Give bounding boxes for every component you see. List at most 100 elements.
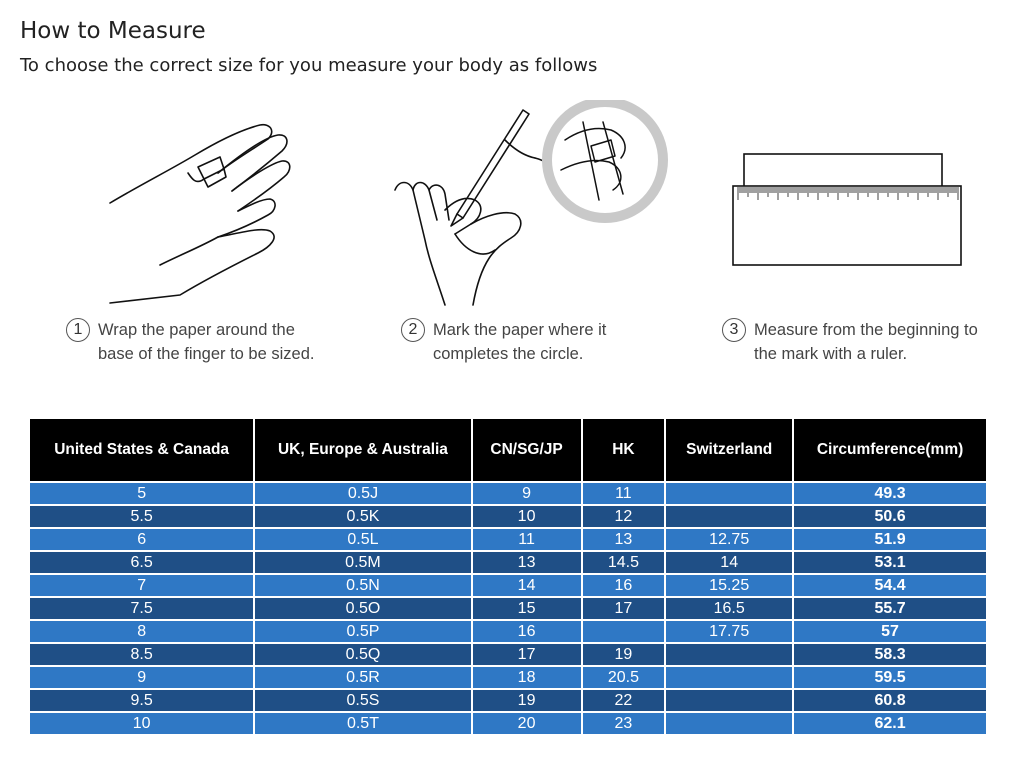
table-cell: 23	[582, 713, 665, 734]
table-cell: 6	[30, 529, 254, 550]
step-number-badge: 3	[722, 318, 746, 342]
table-row: 5 0.5J 9 11 49.3	[30, 483, 986, 504]
step-number-badge: 2	[401, 318, 425, 342]
table-cell: 59.5	[794, 667, 986, 688]
table-cell: 9.5	[30, 690, 254, 711]
step-text-line: the mark with a ruler.	[754, 345, 908, 363]
step-text-line: Wrap the paper around the	[98, 321, 295, 339]
table-cell: 51.9	[794, 529, 986, 550]
table-row: 8.5 0.5Q 17 19 58.3	[30, 644, 986, 665]
table-cell: 22	[582, 690, 665, 711]
table-cell: 12	[582, 506, 665, 527]
step-3: 3 Measure from the beginning to the mark…	[722, 318, 978, 366]
hand-wrap-illustration	[109, 123, 291, 304]
table-cell: 20.5	[582, 667, 665, 688]
table-cell: 18	[472, 667, 581, 688]
table-cell: 16	[472, 621, 581, 642]
table-cell: 19	[582, 644, 665, 665]
table-row: 10 0.5T 20 23 62.1	[30, 713, 986, 734]
page-subtitle: To choose the correct size for you measu…	[20, 55, 598, 76]
step-text-line: base of the finger to be sized.	[98, 345, 315, 363]
table-cell: 50.6	[794, 506, 986, 527]
table-cell	[666, 483, 793, 504]
table-row: 7.5 0.5O 15 17 16.5 55.7	[30, 598, 986, 619]
table-cell: 20	[472, 713, 581, 734]
table-cell: 10	[472, 506, 581, 527]
table-cell: 13	[472, 552, 581, 573]
column-header: CN/SG/JP	[472, 419, 581, 481]
table-cell: 0.5R	[255, 667, 471, 688]
table-cell: 0.5Q	[255, 644, 471, 665]
table-cell	[582, 621, 665, 642]
table-cell: 14.5	[582, 552, 665, 573]
table-cell: 0.5L	[255, 529, 471, 550]
table-header-row: United States & Canada UK, Europe & Aust…	[30, 419, 986, 481]
table-cell: 5	[30, 483, 254, 504]
table-row: 6.5 0.5M 13 14.5 14 53.1	[30, 552, 986, 573]
table-cell: 6.5	[30, 552, 254, 573]
table-cell: 7	[30, 575, 254, 596]
hand-mark-illustration	[394, 100, 668, 306]
table-cell: 0.5S	[255, 690, 471, 711]
table-row: 7 0.5N 14 16 15.25 54.4	[30, 575, 986, 596]
column-header: Switzerland	[666, 419, 793, 481]
table-cell: 17	[472, 644, 581, 665]
table-cell: 14	[666, 552, 793, 573]
table-row: 5.5 0.5K 10 12 50.6	[30, 506, 986, 527]
step-number-badge: 1	[66, 318, 90, 342]
table-cell: 0.5O	[255, 598, 471, 619]
table-row: 9 0.5R 18 20.5 59.5	[30, 667, 986, 688]
column-header: Circumference(mm)	[794, 419, 986, 481]
table-cell: 58.3	[794, 644, 986, 665]
table-cell: 9	[30, 667, 254, 688]
page-title: How to Measure	[20, 18, 206, 44]
table-row: 9.5 0.5S 19 22 60.8	[30, 690, 986, 711]
column-header: UK, Europe & Australia	[255, 419, 471, 481]
table-cell: 7.5	[30, 598, 254, 619]
column-header: HK	[582, 419, 665, 481]
table-cell: 5.5	[30, 506, 254, 527]
table-cell: 0.5K	[255, 506, 471, 527]
step-text-line: Measure from the beginning to	[754, 321, 978, 339]
table-cell	[666, 667, 793, 688]
table-cell: 16.5	[666, 598, 793, 619]
table-cell: 62.1	[794, 713, 986, 734]
table-cell: 19	[472, 690, 581, 711]
table-cell: 11	[472, 529, 581, 550]
column-header: United States & Canada	[30, 419, 254, 481]
table-cell: 0.5P	[255, 621, 471, 642]
table-cell: 15.25	[666, 575, 793, 596]
table-cell: 60.8	[794, 690, 986, 711]
ruler-illustration	[732, 153, 962, 266]
table-cell: 15	[472, 598, 581, 619]
table-cell: 55.7	[794, 598, 986, 619]
table-cell	[666, 713, 793, 734]
table-cell: 8.5	[30, 644, 254, 665]
table-cell: 11	[582, 483, 665, 504]
table-cell: 0.5T	[255, 713, 471, 734]
table-cell: 0.5N	[255, 575, 471, 596]
table-cell: 53.1	[794, 552, 986, 573]
table-cell: 49.3	[794, 483, 986, 504]
step-2: 2 Mark the paper where it completes the …	[401, 318, 606, 366]
ring-size-table: United States & Canada UK, Europe & Aust…	[28, 417, 988, 736]
table-cell: 14	[472, 575, 581, 596]
table-cell	[666, 644, 793, 665]
step-text-line: Mark the paper where it	[433, 321, 607, 339]
table-cell: 0.5M	[255, 552, 471, 573]
table-cell: 54.4	[794, 575, 986, 596]
table-cell: 17	[582, 598, 665, 619]
table-cell	[666, 506, 793, 527]
table-row: 8 0.5P 16 17.75 57	[30, 621, 986, 642]
table-cell: 16	[582, 575, 665, 596]
table-cell: 12.75	[666, 529, 793, 550]
table-cell: 9	[472, 483, 581, 504]
table-cell: 8	[30, 621, 254, 642]
table-cell: 10	[30, 713, 254, 734]
step-text-line: completes the circle.	[433, 345, 584, 363]
table-cell	[666, 690, 793, 711]
table-cell: 13	[582, 529, 665, 550]
table-row: 6 0.5L 11 13 12.75 51.9	[30, 529, 986, 550]
table-cell: 0.5J	[255, 483, 471, 504]
step-1: 1 Wrap the paper around the base of the …	[66, 318, 314, 366]
